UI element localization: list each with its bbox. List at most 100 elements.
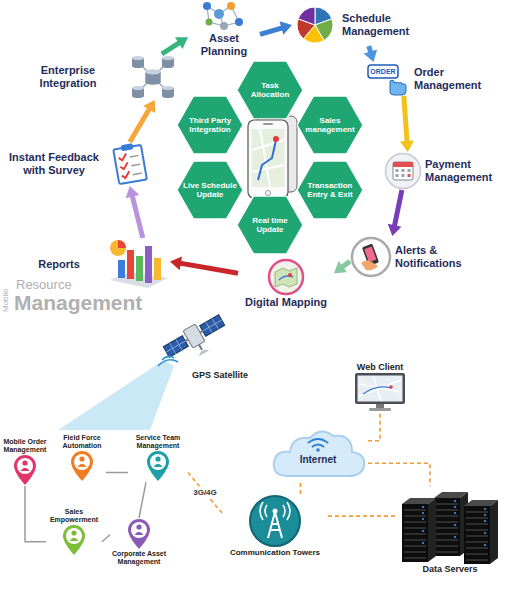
service-pin: Corporate Asset Management bbox=[110, 518, 168, 566]
flow-arrow bbox=[400, 96, 414, 152]
node-label: GPS Satellite bbox=[192, 370, 248, 380]
connector-line bbox=[368, 412, 380, 441]
feature-hexagon: Task Allocation bbox=[237, 61, 303, 119]
connector-line bbox=[180, 263, 238, 273]
arrow-head bbox=[388, 224, 402, 236]
connector-line bbox=[404, 96, 407, 142]
connector-line bbox=[369, 46, 371, 52]
node-icon bbox=[156, 312, 226, 370]
arrow-head bbox=[400, 141, 414, 152]
watermark: Management bbox=[14, 292, 142, 313]
node-icon bbox=[126, 518, 152, 550]
connector-line bbox=[300, 480, 302, 494]
schedule-item: Schedule Management bbox=[292, 4, 420, 46]
service-pin: Sales Empowerment bbox=[46, 508, 102, 556]
node-label: Sales management bbox=[303, 116, 357, 134]
node-icon bbox=[400, 486, 500, 564]
flow-arrow bbox=[170, 256, 238, 273]
arrow-head bbox=[334, 261, 347, 273]
feature-hexagon: Third Party Integration bbox=[177, 96, 243, 154]
network-link bbox=[368, 412, 380, 441]
node-label: Digital Mapping bbox=[238, 296, 334, 309]
order-item: Order Management bbox=[366, 62, 492, 96]
node-label: Real time Update bbox=[243, 216, 297, 234]
node-icon bbox=[248, 494, 302, 548]
network-link bbox=[300, 480, 301, 494]
communication-towers: Communication Towers bbox=[222, 494, 328, 557]
alerts-item: Alerts & Notifications bbox=[350, 236, 471, 278]
network-link bbox=[188, 473, 222, 514]
node-label: Third Party Integration bbox=[183, 116, 237, 134]
node-label: Corporate Asset Management bbox=[110, 550, 168, 566]
flow-arrow bbox=[388, 190, 402, 236]
node-icon bbox=[353, 372, 407, 412]
feature-hexagon: Sales management bbox=[297, 96, 363, 154]
node-label: Schedule Management bbox=[342, 12, 420, 37]
node-label: Web Client bbox=[357, 362, 403, 372]
network-link bbox=[328, 516, 398, 517]
node-label: Task Allocation bbox=[243, 81, 297, 99]
node-icon bbox=[267, 258, 305, 296]
cloud-shape bbox=[268, 424, 368, 480]
node-icon bbox=[61, 524, 87, 556]
connector-line bbox=[130, 109, 150, 142]
node-label: Instant Feedback with Survey bbox=[4, 151, 104, 176]
connector-line bbox=[260, 28, 282, 35]
node-label: Communication Towers bbox=[230, 548, 320, 557]
arrow-head bbox=[126, 186, 140, 198]
phone-illustration bbox=[248, 116, 297, 198]
web-client: Web Client bbox=[348, 362, 412, 412]
service-pin: Mobile Order Management bbox=[2, 438, 48, 486]
flow-arrow bbox=[334, 261, 350, 273]
connector-line bbox=[102, 535, 110, 542]
node-label: Payment Management bbox=[425, 158, 503, 183]
gps-satellite: GPS Satellite bbox=[156, 312, 248, 380]
arrow-head bbox=[170, 256, 182, 270]
node-icon bbox=[384, 152, 422, 190]
watermark: Mobile bbox=[2, 288, 10, 312]
network-link bbox=[25, 486, 46, 542]
node-label: Enterprise Integration bbox=[34, 64, 102, 89]
connector-line bbox=[25, 486, 46, 542]
arrow-head bbox=[364, 49, 377, 62]
arrow-head bbox=[175, 37, 188, 49]
flow-arrow bbox=[126, 186, 143, 238]
node-label: Sales Empowerment bbox=[46, 508, 102, 524]
node-icon bbox=[69, 450, 95, 482]
internet-cloud: Internet bbox=[268, 424, 368, 480]
node-label: Data Servers bbox=[422, 564, 477, 574]
watermark: Resource bbox=[16, 278, 72, 291]
node-label: Alerts & Notifications bbox=[395, 244, 471, 269]
flow-arrow bbox=[162, 37, 188, 54]
mapping-item: Digital Mapping bbox=[238, 258, 334, 309]
network-link bbox=[368, 463, 430, 486]
feature-hexagon: Real time Update bbox=[237, 196, 303, 254]
node-icon bbox=[350, 236, 392, 278]
node-icon bbox=[12, 454, 38, 486]
node-icon bbox=[366, 62, 410, 96]
connector-line bbox=[106, 472, 128, 474]
flow-arrow bbox=[260, 21, 292, 34]
connector-line bbox=[162, 43, 180, 54]
service-pin: Field Force Automation bbox=[58, 434, 106, 482]
enterprise-item: Enterprise Integration bbox=[34, 54, 176, 100]
network-link bbox=[139, 482, 146, 518]
connector-line bbox=[139, 482, 146, 518]
feedback-item: Instant Feedback with Survey bbox=[4, 142, 152, 186]
node-icon bbox=[108, 142, 152, 186]
node-label: Reports bbox=[34, 258, 84, 271]
node-icon bbox=[292, 4, 338, 46]
network-link bbox=[102, 535, 110, 542]
network-link bbox=[106, 472, 128, 473]
connector-line bbox=[368, 463, 430, 486]
node-icon bbox=[145, 450, 171, 482]
node-label: Asset Planning bbox=[193, 32, 255, 57]
gps-beam bbox=[58, 360, 174, 430]
button-text: ORDER bbox=[368, 65, 398, 78]
node-label: Mobile Order Management bbox=[2, 438, 48, 454]
flow-arrow bbox=[364, 46, 377, 62]
arrow-head bbox=[143, 100, 155, 113]
node-label: Live Schedule Update bbox=[183, 181, 237, 199]
node-icon bbox=[130, 54, 176, 100]
